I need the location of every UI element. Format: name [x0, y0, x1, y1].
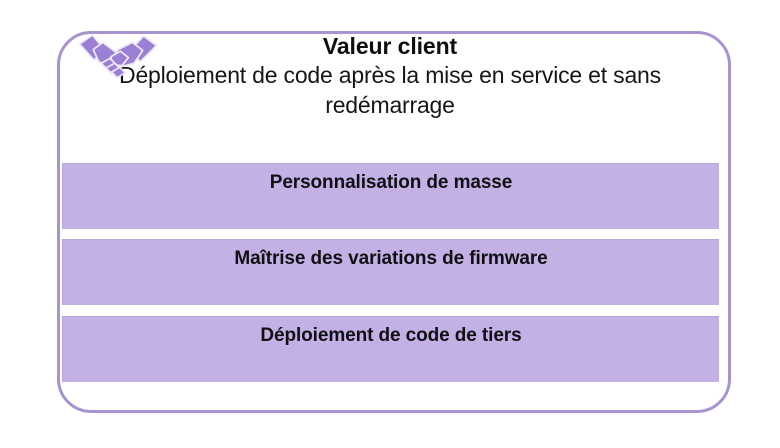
value-bar-2-label: Maîtrise des variations de firmware	[234, 248, 548, 269]
page-title: Valeur client	[322, 33, 458, 59]
rounded-frame-border	[57, 31, 731, 413]
value-bar-2: Maîtrise des variations de firmware	[62, 239, 719, 305]
page-subtitle: Déploiement de code après la mise en ser…	[119, 62, 661, 119]
heading-block: Valeur client Déploiement de code après …	[58, 33, 722, 121]
value-bar-1-label: Personnalisation de masse	[269, 172, 513, 193]
value-bar-3-label: Déploiement de code de tiers	[260, 325, 522, 346]
value-bar-1: Personnalisation de masse	[62, 163, 719, 229]
value-bar-3: Déploiement de code de tiers	[62, 316, 719, 382]
handshake-icon	[78, 28, 158, 84]
